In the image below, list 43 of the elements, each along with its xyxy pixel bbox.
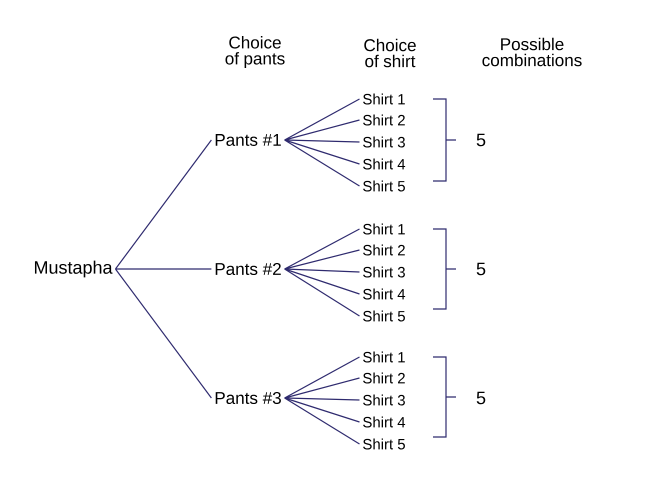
node-label: Shirt 3 <box>363 136 405 148</box>
node-label: Shirt 4 <box>363 416 406 428</box>
node-label: Shirt 5 <box>363 310 405 322</box>
branch-line <box>115 268 212 270</box>
node-label: Shirt 2 <box>363 114 405 126</box>
node-label: Shirt 1 <box>363 94 405 104</box>
column-header: Choice of pants <box>226 36 285 68</box>
branch-line <box>284 268 360 316</box>
branch-line <box>284 139 360 186</box>
column-header: Possible combinations <box>482 38 582 66</box>
node-label: Shirt 4 <box>363 158 406 170</box>
branch-line <box>284 377 360 399</box>
branch-line <box>284 98 360 141</box>
branch-line <box>284 268 360 295</box>
node-label: Pants #1 <box>216 134 281 146</box>
branch-line <box>284 139 360 143</box>
branch-line <box>284 139 360 165</box>
branch-line <box>284 397 360 401</box>
node-label: Shirt 5 <box>363 180 405 192</box>
branch-line <box>284 356 360 399</box>
node-label: Shirt 3 <box>363 266 405 278</box>
node-label: Shirt 5 <box>363 438 405 450</box>
column-header: Choice of shirt <box>364 38 416 68</box>
count-label: 5 <box>476 262 486 276</box>
node-label: Shirt 1 <box>363 352 405 362</box>
branch-line <box>284 268 360 273</box>
node-label: Shirt 2 <box>363 244 405 256</box>
node-label: Mustapha <box>34 260 113 278</box>
node-label: Pants #2 <box>216 262 281 276</box>
branch-line <box>284 119 360 141</box>
node-label: Shirt 3 <box>363 394 405 406</box>
branch-line <box>114 268 212 398</box>
node-label: Shirt 4 <box>363 288 406 300</box>
count-label: 5 <box>476 392 486 404</box>
branch-line <box>284 249 360 270</box>
node-label: Shirt 1 <box>363 224 405 234</box>
branch-line <box>284 397 360 423</box>
branch-line <box>114 140 212 270</box>
count-label: 5 <box>476 134 486 146</box>
branch-line <box>284 397 360 444</box>
node-label: Shirt 2 <box>363 372 405 384</box>
branch-line <box>284 228 360 270</box>
node-label: Pants #3 <box>216 392 281 404</box>
